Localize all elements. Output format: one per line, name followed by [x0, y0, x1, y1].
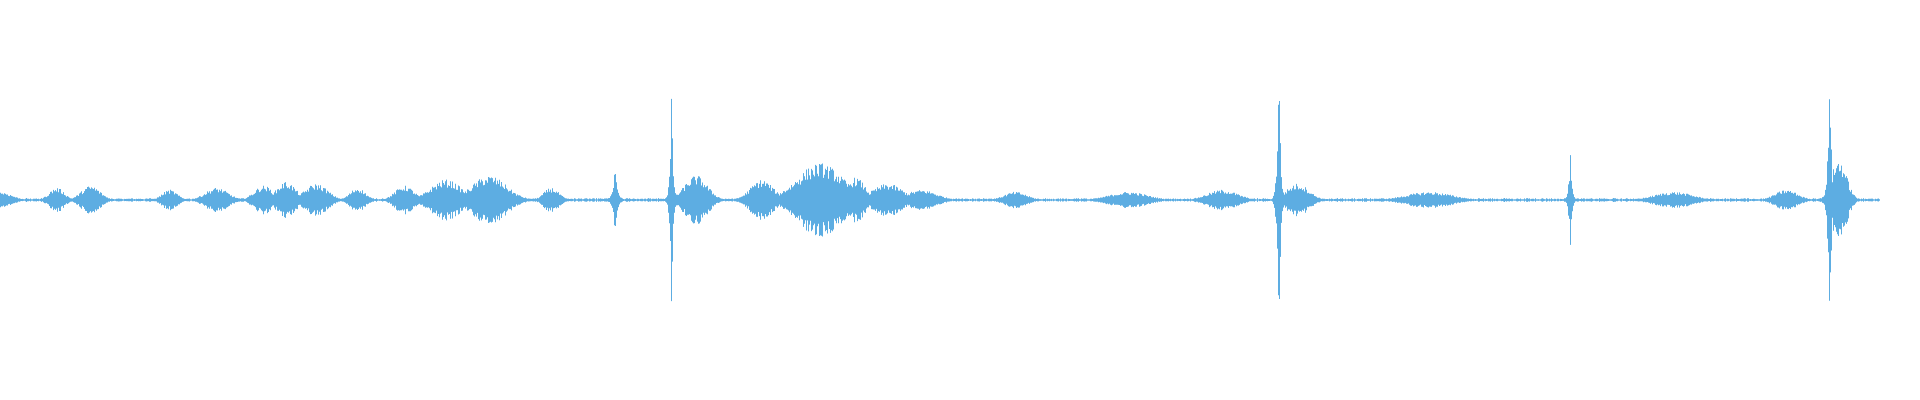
waveform-bars	[0, 98, 1880, 302]
